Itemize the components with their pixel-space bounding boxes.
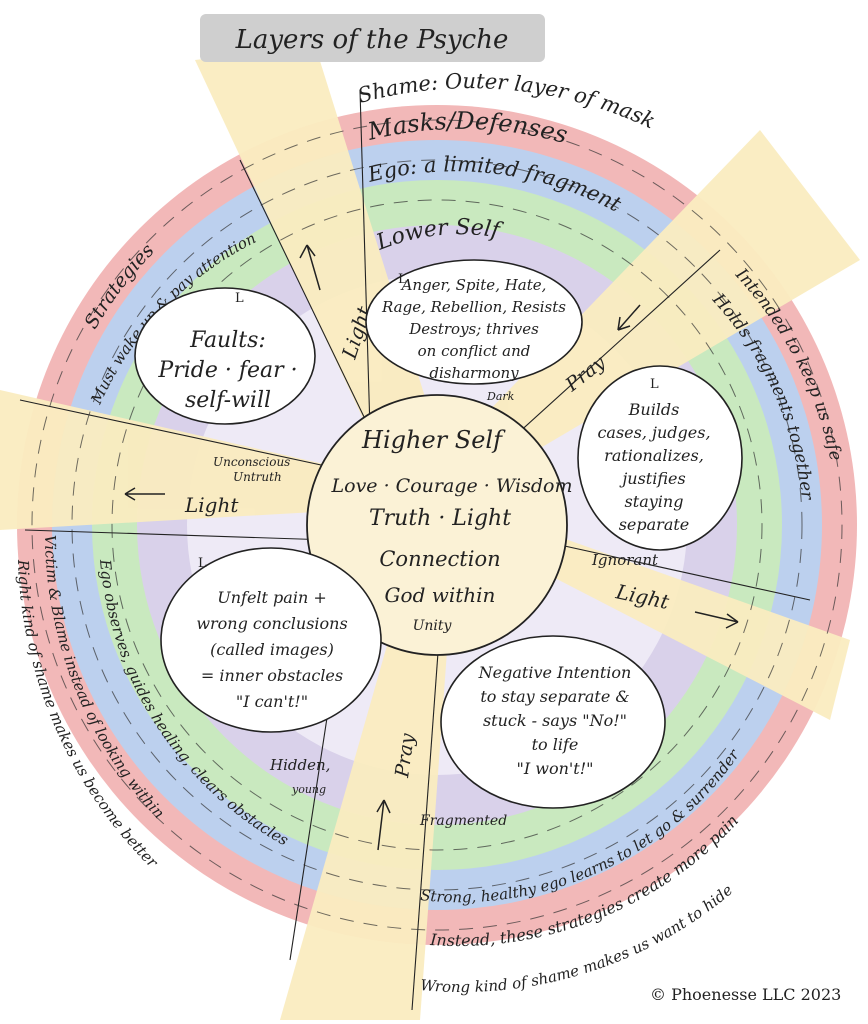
ray-label-light-left: Light: [184, 493, 239, 517]
cloud-left-tag-1: Unconscious: [213, 455, 290, 469]
cloud-right-lines-line-5: staying: [625, 492, 684, 511]
higher-self-line-2: Truth · Light: [369, 506, 511, 531]
cloud-bottom-left-lines-line-2: wrong conclusions: [196, 614, 347, 633]
cloud-bottom-left-tag-1: Hidden,: [269, 756, 330, 774]
cloud-right-lines-line-6: separate: [619, 515, 690, 534]
cloud-bottom-right: Negative Intention to stay separate & stuc…: [419, 635, 666, 829]
cloud-right-corner-mark: L: [650, 377, 659, 392]
cloud-top-tag: Dark: [486, 390, 515, 403]
higher-self-line-4: God within: [385, 583, 496, 607]
arrow-up-bottom-icon: [376, 799, 391, 851]
cloud-right: L Builds cases, judges, rationalizes, justi…: [577, 365, 743, 569]
cloud-left-tag-2: Untruth: [233, 470, 282, 484]
spoke-left-a: [19, 399, 336, 469]
cloud-right-lines: Builds cases, judges, rationalizes, justifi…: [597, 400, 710, 534]
cloud-bottom-right-lines-line-2: to stay separate &: [480, 687, 629, 706]
cloud-bottom-left-tag-2: young: [291, 783, 326, 796]
cloud-bottom-right-lines: Negative Intention to stay separate & stuc…: [478, 663, 632, 778]
cloud-left: L Faults: Pride · fear · self-will Unconsc…: [134, 287, 316, 484]
cloud-top-shape: [365, 259, 583, 385]
spoke-top-right: [504, 249, 721, 446]
cloud-right-tag: Ignorant: [591, 551, 659, 569]
cloud-left-corner-mark: L: [235, 291, 244, 306]
cloud-top-corner-mark: L: [398, 272, 407, 287]
ray-top: [195, 45, 440, 455]
cloud-bottom-left-lines-line-4: = inner obstacles: [201, 666, 343, 685]
spoke-top-left-2: [239, 159, 381, 451]
higher-self-line-1: Love · Courage · Wisdom: [331, 475, 573, 497]
cloud-bottom-right-lines-line-1: Negative Intention: [478, 663, 632, 682]
cloud-bottom-left-lines-line-3: (called images): [210, 640, 334, 659]
cloud-right-lines-line-2: cases, judges,: [597, 423, 710, 442]
dash-inner: [111, 199, 763, 851]
cloud-left-lines-line-1: Faults:: [189, 328, 266, 353]
title-band: [200, 14, 545, 62]
dash-outer: [31, 119, 843, 931]
spoke-right: [559, 544, 811, 601]
higher-self-line-3: Connection: [379, 547, 500, 571]
cloud-bottom-left-lines-line-5: "I can't!": [236, 692, 308, 711]
higher-self-text: Higher Self Love · Courage · Wisdom Trut…: [331, 426, 573, 634]
arrow-left-icon: [124, 487, 165, 501]
ray-bottom: [280, 600, 450, 1020]
higher-self-circle: [306, 394, 568, 656]
cloud-right-lines-line-3: rationalizes,: [604, 446, 704, 465]
cloud-bottom-right-lines-line-3: stuck - says "No!": [483, 711, 627, 730]
spoke-left-b: [24, 529, 331, 541]
cloud-bottom-right-lines-line-5: "I won't!": [516, 759, 593, 778]
cloud-top-lines-line-3: Destroys; thrives: [408, 320, 539, 338]
arrow-right-icon: [694, 611, 739, 629]
cloud-right-shape: [577, 365, 743, 551]
cloud-top-lines-line-5: disharmony: [429, 364, 519, 382]
cloud-right-lines-line-4: justifies: [619, 469, 685, 488]
arrow-down-left-icon: [617, 304, 641, 331]
cloud-bottom-left: L Unfelt pain + wrong conclusions (called …: [160, 547, 382, 796]
cloud-bottom-left-lines-line-1: Unfelt pain +: [217, 588, 327, 607]
cloud-bottom-left-lines: Unfelt pain + wrong conclusions (called im…: [196, 588, 347, 711]
cloud-left-lines-line-2: Pride · fear ·: [157, 358, 297, 383]
cloud-right-lines-line-1: Builds: [628, 400, 680, 419]
arrow-up-icon: [299, 244, 321, 291]
cloud-bottom-left-shape: [160, 547, 382, 733]
spoke-top-left: [359, 89, 371, 431]
cloud-bottom-right-shape: [440, 635, 666, 809]
cloud-left-shape: [134, 287, 316, 425]
cloud-left-lines: Faults: Pride · fear · self-will: [157, 328, 297, 413]
cloud-top-lines: Anger, Spite, Hate, Rage, Rebellion, Resi…: [381, 276, 566, 382]
dashed-ring-lines: [31, 119, 843, 931]
cloud-top-lines-line-4: on conflict and: [418, 342, 531, 360]
higher-self-line-5: Unity: [413, 618, 453, 634]
cloud-left-lines-line-3: self-will: [185, 388, 271, 413]
cloud-top-lines-line-2: Rage, Rebellion, Resists: [381, 298, 566, 316]
cloud-bottom-left-corner-mark: L: [198, 556, 207, 571]
light-rays: [0, 45, 860, 1020]
cloud-bottom-right-tag: Fragmented: [419, 813, 507, 829]
dash-middle: [71, 159, 803, 891]
spoke-bottom-b: [411, 624, 441, 1011]
diagram-title: Layers of the Psyche: [235, 25, 509, 55]
cloud-top: L Anger, Spite, Hate, Rage, Rebellion, Re…: [365, 259, 583, 403]
cloud-bottom-right-lines-line-4: to life: [532, 735, 579, 754]
higher-self-title: Higher Self: [361, 426, 506, 454]
ray-right: [520, 530, 850, 720]
cloud-top-lines-line-1: Anger, Spite, Hate,: [400, 276, 547, 294]
ray-left: [0, 390, 350, 530]
copyright: © Phoenesse LLC 2023: [650, 985, 841, 1004]
